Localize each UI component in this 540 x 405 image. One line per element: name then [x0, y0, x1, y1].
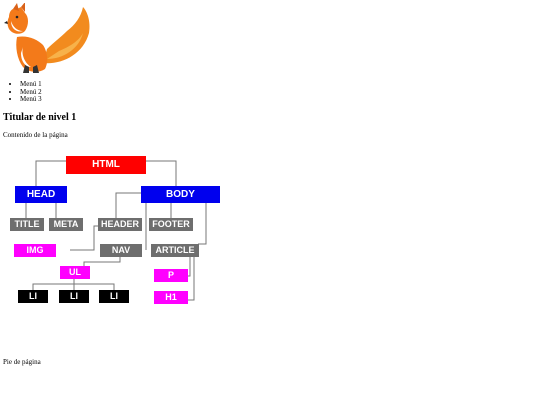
page-heading: Titular de nivel 1 — [3, 112, 77, 123]
node-nav: NAV — [100, 244, 142, 257]
node-li-3: LI — [99, 290, 129, 303]
firefox-fox-logo — [3, 2, 91, 75]
node-body: BODY — [141, 186, 220, 203]
node-article: ARTICLE — [151, 244, 199, 257]
node-header: HEADER — [98, 218, 142, 231]
node-li-1: LI — [18, 290, 48, 303]
menu-item-2[interactable]: Menú 2 — [20, 88, 42, 97]
tree-connectors — [25, 160, 207, 301]
node-li-2: LI — [59, 290, 89, 303]
menu-item-1[interactable]: Menú 1 — [20, 80, 42, 89]
node-head: HEAD — [15, 186, 67, 203]
page-footer: Pie de página — [3, 358, 41, 366]
page-content: Contenido de la página — [3, 131, 68, 139]
node-title: TITLE — [10, 218, 44, 231]
menu-item-3[interactable]: Menú 3 — [20, 95, 42, 104]
node-p: P — [154, 269, 188, 282]
node-img: IMG — [14, 244, 56, 257]
node-html: HTML — [66, 156, 146, 174]
main-menu: Menú 1 Menú 2 Menú 3 — [3, 80, 42, 104]
node-footer: FOOTER — [149, 218, 193, 231]
node-h1: H1 — [154, 291, 188, 304]
node-ul: UL — [60, 266, 90, 279]
dom-tree-diagram: HTML HEAD BODY TITLE META HEADER FOOTER … — [8, 152, 220, 306]
node-meta: META — [49, 218, 83, 231]
